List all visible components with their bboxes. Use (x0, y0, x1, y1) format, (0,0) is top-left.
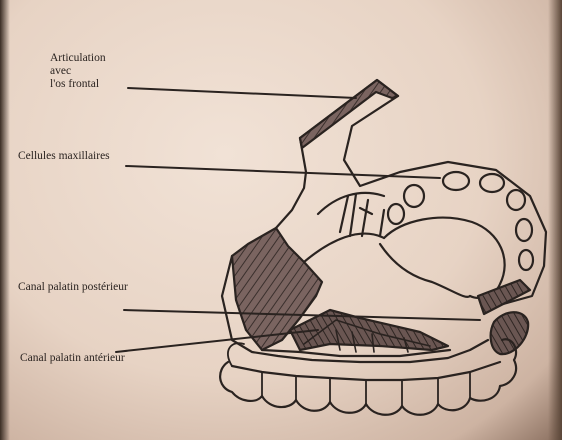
pointer-cellules (126, 166, 440, 178)
label-cellules-maxillaires: Cellules maxillaires (18, 150, 158, 163)
maxillary-cell (480, 174, 504, 192)
teeth-top (232, 362, 500, 380)
sinus-curve (318, 193, 384, 214)
posterior-canal-hatch (478, 280, 530, 314)
frontal-process-left-edge (276, 138, 306, 228)
inner-curve (304, 234, 384, 262)
label-canal-palatin-posterieur: Canal palatin postérieur (18, 281, 178, 294)
palatine-cavity-outline (384, 218, 505, 298)
label-canal-palatin-anterieur: Canal palatin antérieur (20, 352, 180, 365)
maxillary-cell (516, 219, 532, 241)
incisive-blob (491, 312, 529, 354)
maxillary-cell (519, 250, 533, 270)
label-articulation-frontal: Articulation avec l'os frontal (50, 52, 140, 91)
cell-lines (340, 194, 384, 236)
inner-curve-2 (380, 244, 470, 297)
pointer-canal-anterieur (116, 330, 318, 352)
maxillary-cell (443, 172, 469, 190)
maxillary-cell (388, 204, 404, 224)
maxillary-cell (404, 185, 424, 207)
maxillary-cell (507, 190, 525, 210)
pointer-articulation (128, 88, 356, 98)
